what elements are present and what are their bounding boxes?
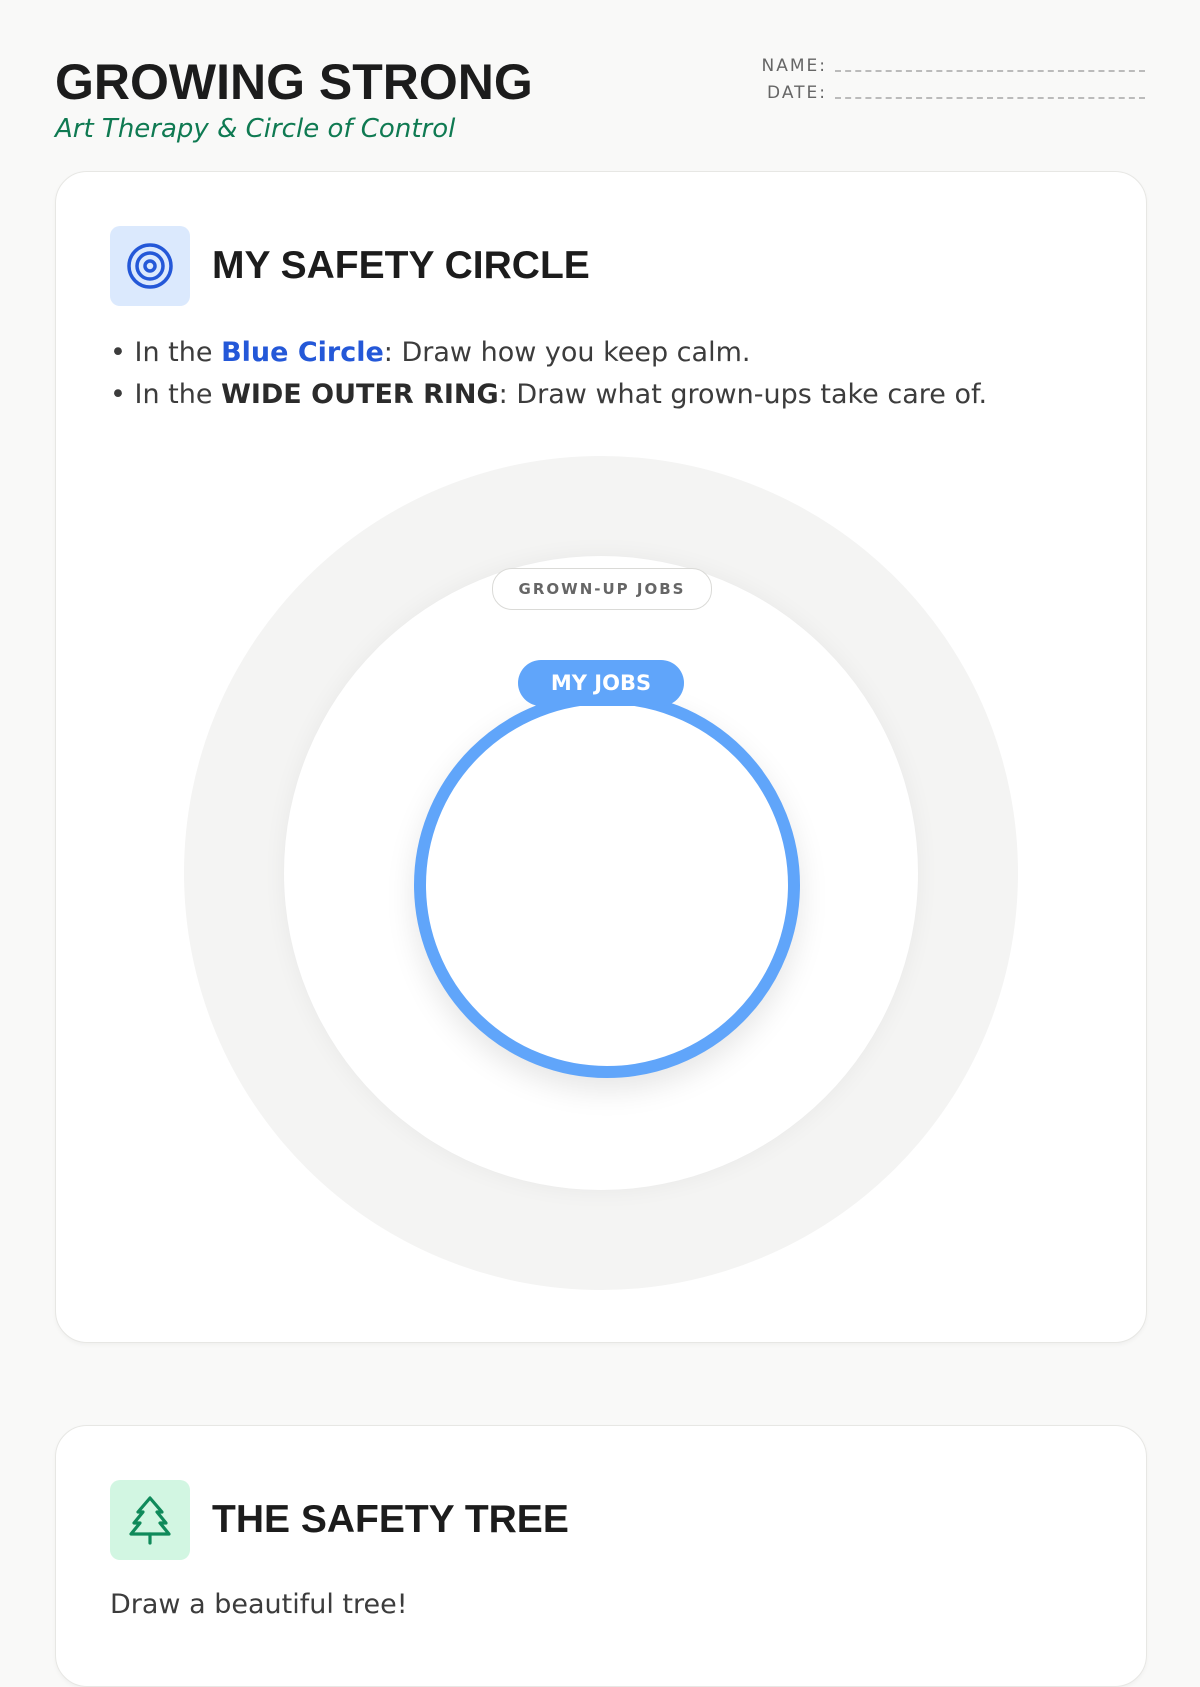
safety-circle-instructions: • In the Blue Circle: Draw how you keep … — [110, 332, 987, 416]
grown-up-jobs-label: GROWN-UP JOBS — [492, 568, 712, 610]
target-icon — [110, 226, 190, 306]
instruction-prefix: • In the — [110, 337, 222, 368]
safety-tree-title: THE SAFETY TREE — [212, 1498, 569, 1541]
instruction-suffix: : Draw how you keep calm. — [383, 337, 751, 368]
safety-circle-card: MY SAFETY CIRCLE • In the Blue Circle: D… — [55, 171, 1147, 1343]
tree-icon — [110, 1480, 190, 1560]
safety-tree-card: THE SAFETY TREE Draw a beautiful tree! — [55, 1425, 1147, 1687]
name-line[interactable] — [835, 69, 1145, 72]
instruction-prefix: • In the — [110, 379, 222, 410]
circle-of-control-diagram: GROWN-UP JOBS MY JOBS — [184, 456, 1018, 1290]
instruction-outer-ring: • In the WIDE OUTER RING: Draw what grow… — [110, 374, 987, 416]
page-title: GROWING STRONG — [55, 54, 533, 110]
instruction-suffix: : Draw what grown-ups take care of. — [498, 379, 988, 410]
safety-circle-heading: MY SAFETY CIRCLE — [110, 226, 590, 306]
page-header: GROWING STRONG Art Therapy & Circle of C… — [55, 52, 1145, 152]
safety-tree-heading: THE SAFETY TREE — [110, 1480, 569, 1560]
safety-circle-title: MY SAFETY CIRCLE — [212, 244, 590, 287]
my-jobs-label: MY JOBS — [518, 660, 684, 706]
date-field[interactable]: DATE: — [755, 79, 1145, 106]
date-line[interactable] — [835, 96, 1145, 99]
name-date-fields: NAME: DATE: — [755, 52, 1145, 106]
name-label: NAME: — [761, 55, 827, 76]
page-subtitle: Art Therapy & Circle of Control — [55, 114, 456, 144]
date-label: DATE: — [767, 82, 827, 103]
name-field[interactable]: NAME: — [755, 52, 1145, 79]
my-jobs-circle[interactable] — [414, 692, 800, 1078]
instruction-blue-circle: • In the Blue Circle: Draw how you keep … — [110, 332, 987, 374]
safety-tree-instruction: Draw a beautiful tree! — [110, 1589, 408, 1620]
blue-circle-highlight: Blue Circle — [221, 337, 384, 368]
outer-ring-highlight: WIDE OUTER RING — [221, 379, 499, 410]
